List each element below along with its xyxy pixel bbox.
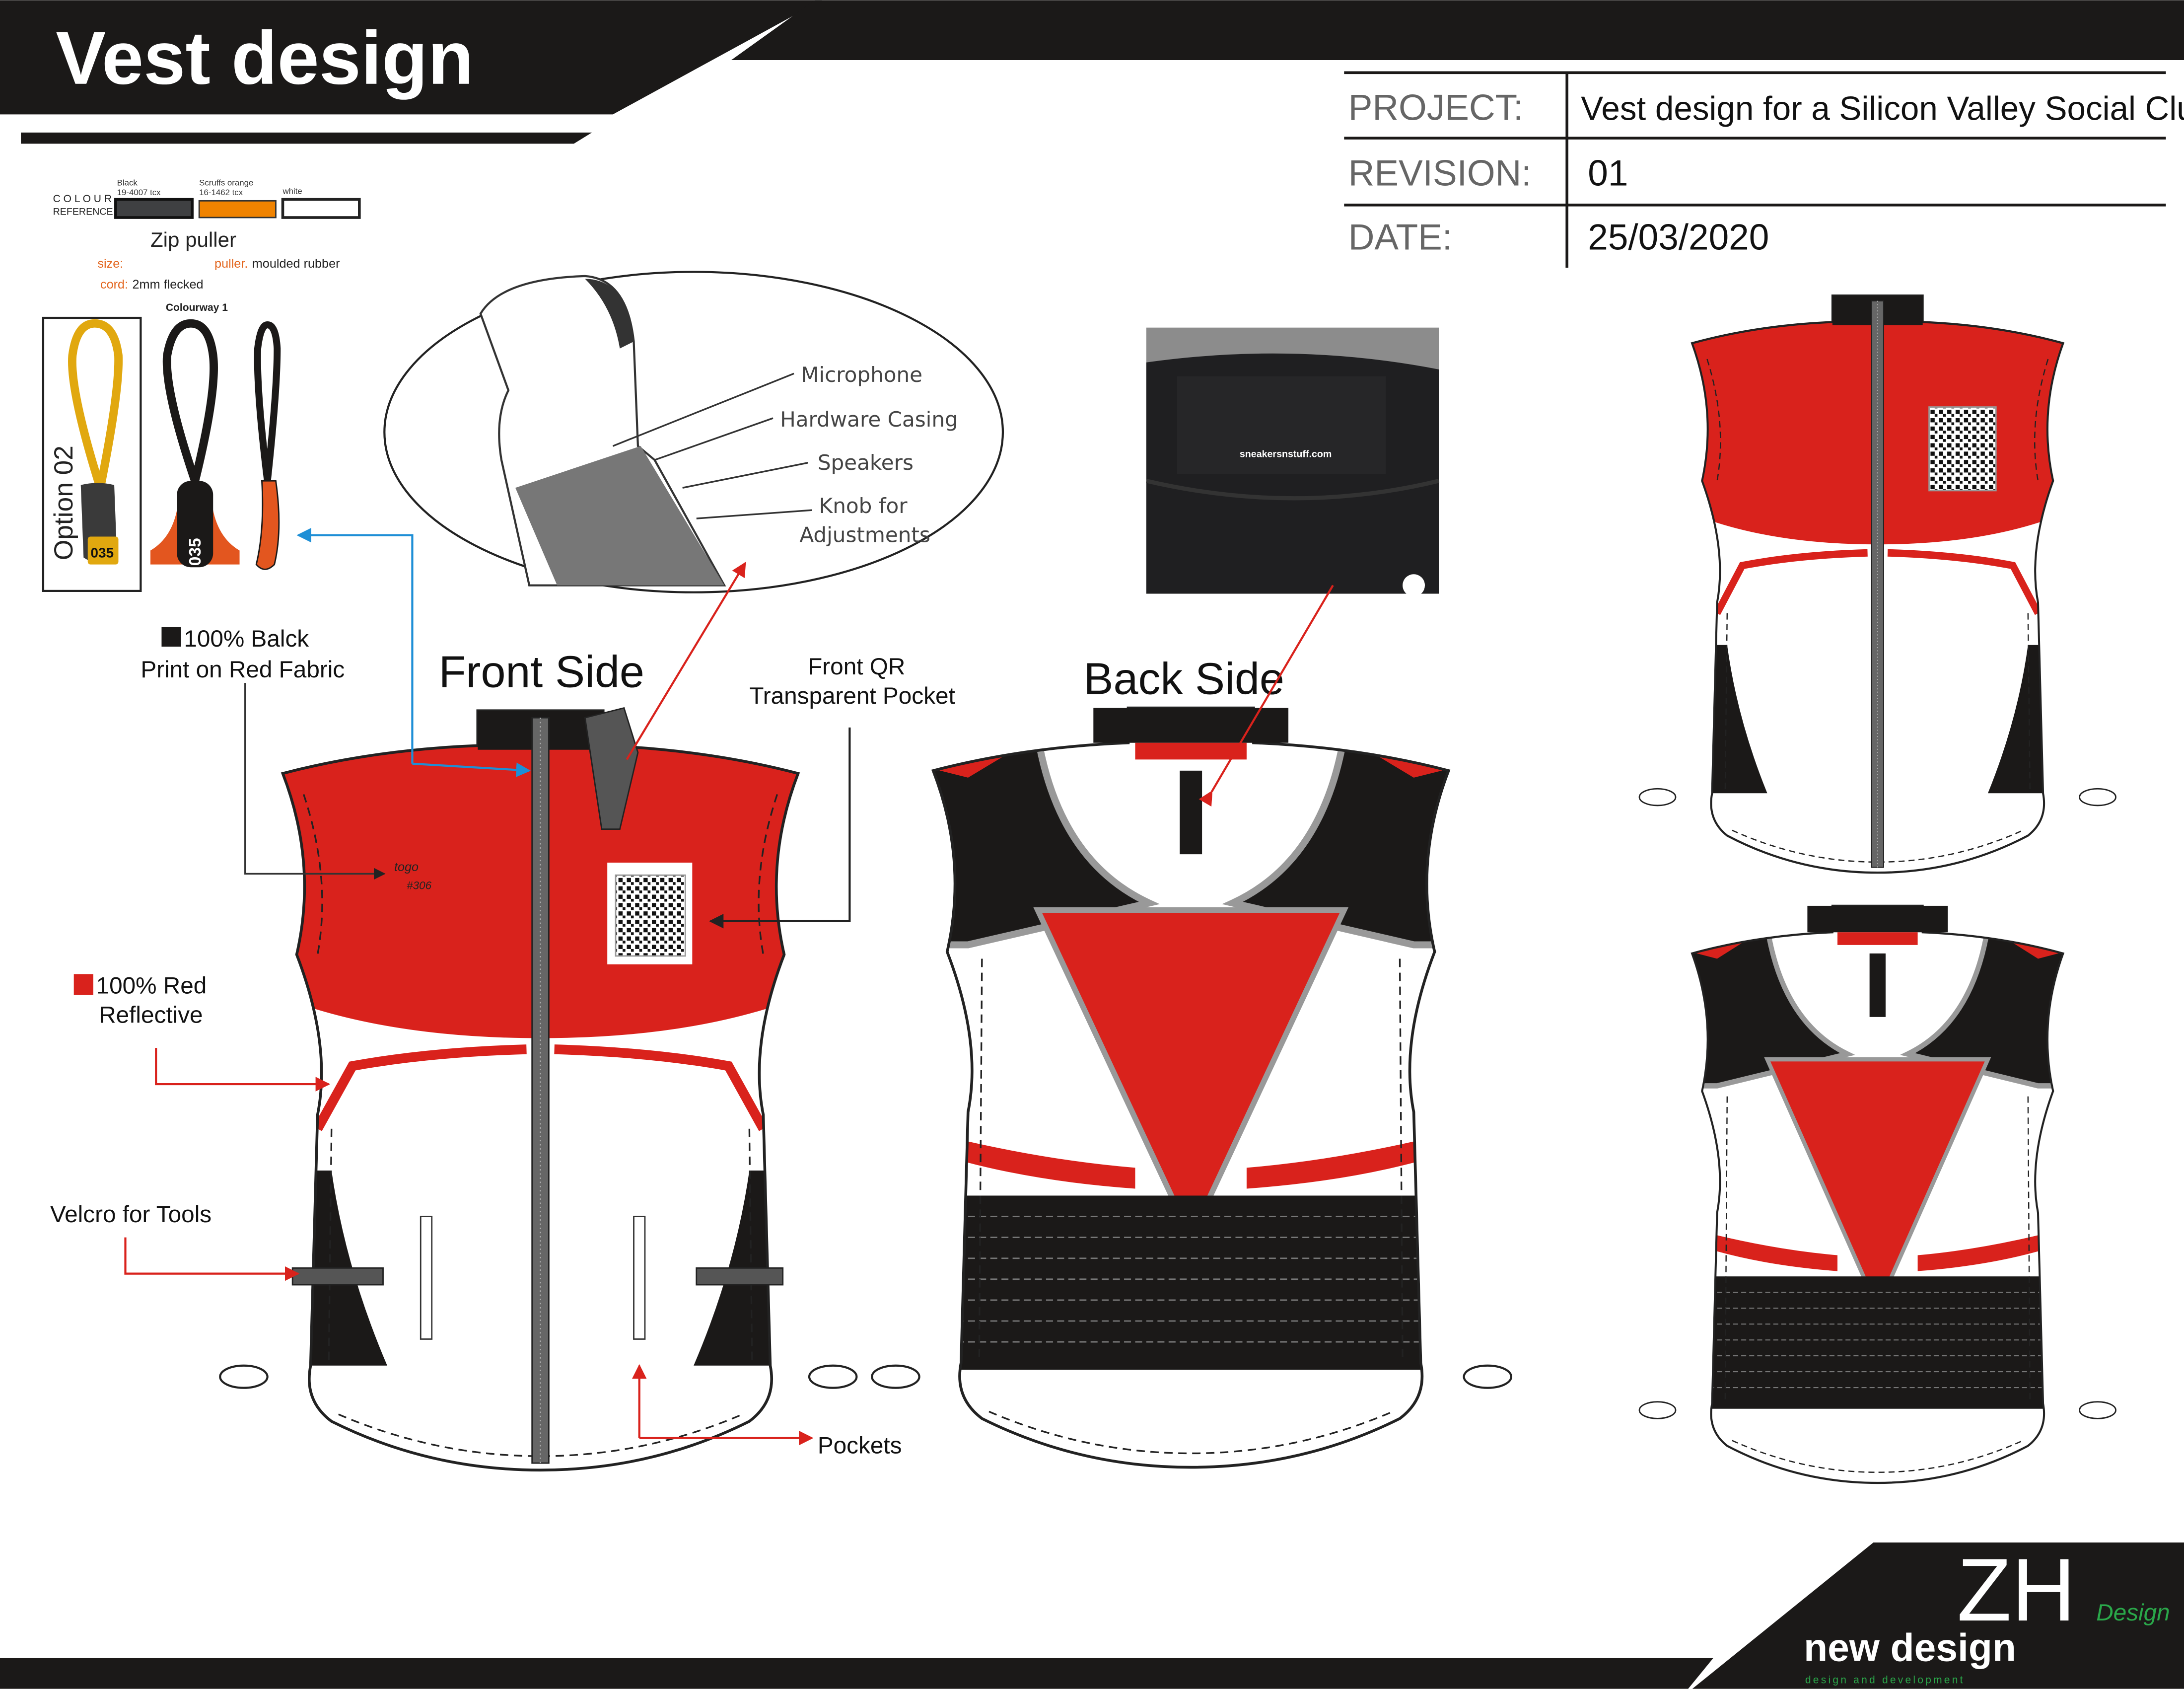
cord-label: cord:	[100, 278, 128, 292]
collar-photo: sneakersnstuff.com	[1145, 327, 1440, 597]
option-02-box	[42, 316, 142, 592]
size-label: size:	[97, 257, 123, 271]
qr-code	[615, 874, 686, 957]
label-adjustments: Adjustments	[799, 523, 930, 547]
puller-number-option: 035	[90, 545, 114, 561]
swatch-orange-name: Scruffs orange	[199, 178, 253, 188]
swatch-white	[281, 198, 361, 219]
chest-logo-number: #306	[407, 879, 431, 891]
zoom-icon[interactable]	[1403, 574, 1425, 597]
headset-callout: Microphone Hardware Casing Speakers Knob…	[383, 271, 1004, 593]
colourway-label: Colourway 1	[166, 302, 228, 313]
annotations: 100% Balck Print on Red Fabric 100% Red …	[50, 527, 1334, 1459]
small-back-vest	[1638, 906, 2116, 1499]
date-value: 25/03/2020	[1588, 218, 1769, 258]
back-side-title: Back Side	[1084, 655, 1284, 704]
company-logo: ZH Design new design design and developm…	[1804, 1540, 2170, 1686]
label-microphone: Microphone	[801, 363, 922, 387]
swatch-black-code: 19-4007 tcx	[117, 188, 161, 197]
puller-label: puller.	[214, 257, 248, 271]
black-print-label-2: Print on Red Fabric	[141, 657, 345, 683]
revision-label: REVISION:	[1348, 153, 1532, 194]
puller-number-colourway: 035	[186, 538, 205, 566]
zip-puller-title: Zip puller	[150, 228, 236, 251]
logo-script: Design	[2096, 1600, 2170, 1626]
colour-reference-label: C O L O U R	[53, 193, 112, 205]
front-side-title: Front Side	[439, 647, 644, 697]
zip-puller-spec: Zip puller size: puller. moulded rubber …	[42, 228, 340, 592]
puller-value: moulded rubber	[252, 257, 340, 271]
project-label: PROJECT:	[1348, 88, 1524, 128]
page-title: Vest design	[56, 16, 474, 100]
info-table	[1344, 71, 2166, 268]
cord-loop-black	[162, 319, 218, 482]
front-vest: togo #306	[219, 708, 858, 1491]
header: Vest design	[0, 0, 2184, 144]
small-front-vest	[1638, 295, 2116, 888]
back-vest	[871, 708, 1513, 1488]
qr-pocket-label: Front QR	[808, 654, 905, 680]
cord-value: 2mm flecked	[133, 278, 204, 292]
label-hardware-casing: Hardware Casing	[780, 407, 958, 432]
swatch-orange-code: 16-1462 tcx	[199, 188, 243, 197]
velcro-right	[696, 1267, 784, 1286]
velcro-left	[291, 1267, 384, 1286]
red-reflective-label: 100% Red	[96, 973, 207, 999]
swatch-black-name: Black	[117, 178, 138, 188]
logo-mark: ZH	[1957, 1540, 2076, 1640]
colour-reference: C O L O U R REFERENCE Black 19-4007 tcx …	[53, 178, 361, 219]
revision-value: 01	[1588, 153, 1628, 194]
qr-pocket-label-2: Transparent Pocket	[749, 683, 955, 709]
label-knob-for: Knob for	[819, 494, 908, 518]
black-print-label: 100% Balck	[184, 626, 309, 652]
swatch-orange	[198, 200, 277, 219]
chest-logo-text: togo	[394, 860, 419, 874]
pockets-label: Pockets	[818, 1432, 902, 1459]
label-speakers: Speakers	[818, 450, 914, 475]
logo-tagline: design and development	[1805, 1674, 1965, 1686]
logo-wordmark: new design	[1804, 1626, 2016, 1670]
project-value: Vest design for a Silicon Valley Social …	[1581, 90, 2184, 128]
date-label: DATE:	[1348, 218, 1452, 258]
red-reflective-label-2: Reflective	[99, 1002, 203, 1028]
cord-loop-yellow	[68, 319, 123, 489]
swatch-black	[114, 198, 194, 219]
colour-reference-label-2: REFERENCE	[53, 206, 113, 217]
velcro-label: Velcro for Tools	[50, 1201, 211, 1228]
option-label: Option 02	[49, 445, 78, 560]
footer	[0, 1542, 2184, 1689]
photo-watermark: sneakersnstuff.com	[1240, 449, 1332, 460]
swatch-white-name: white	[282, 186, 302, 196]
